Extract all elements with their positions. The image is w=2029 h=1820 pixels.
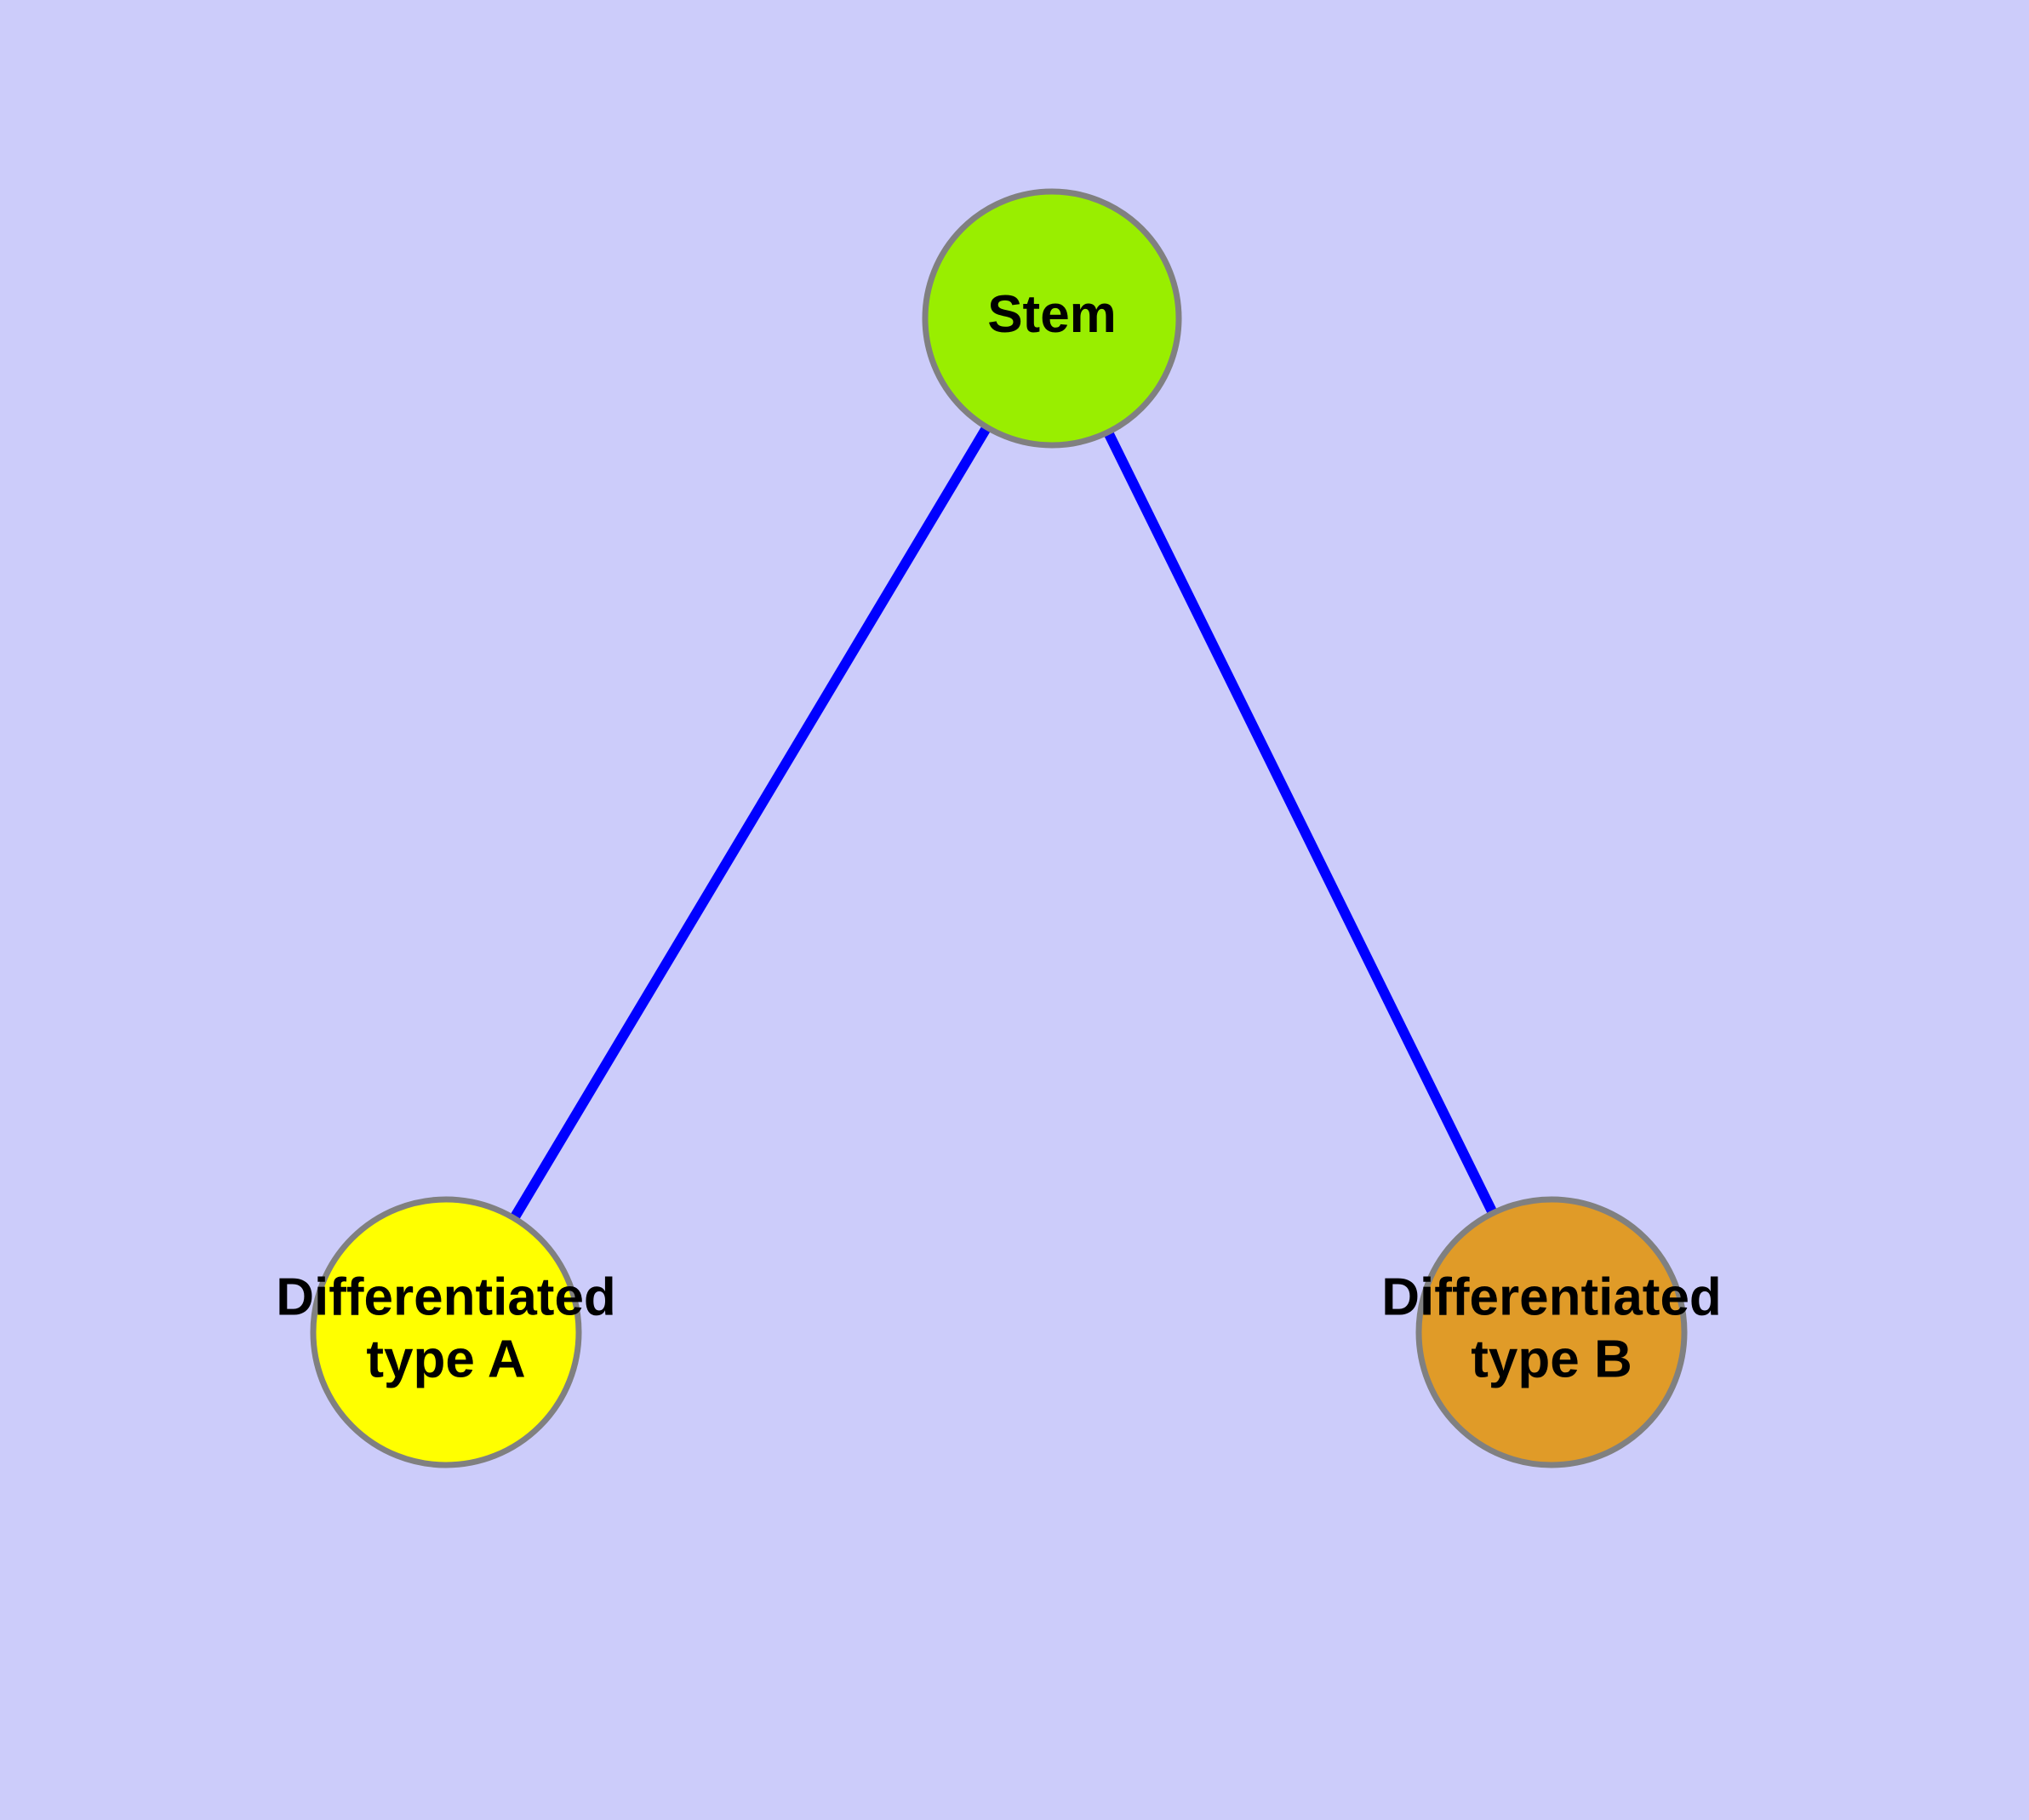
graph-node-diff-type-a[interactable] xyxy=(310,1196,582,1468)
nodes-layer xyxy=(310,188,1688,1468)
graph-edge-stem-to-a xyxy=(441,315,1057,1336)
graph-node-diff-type-b[interactable] xyxy=(1415,1196,1688,1468)
edges-layer xyxy=(441,315,1557,1336)
graph-edge-stem-to-b xyxy=(1047,316,1557,1335)
graph-node-stem[interactable] xyxy=(922,188,1182,449)
